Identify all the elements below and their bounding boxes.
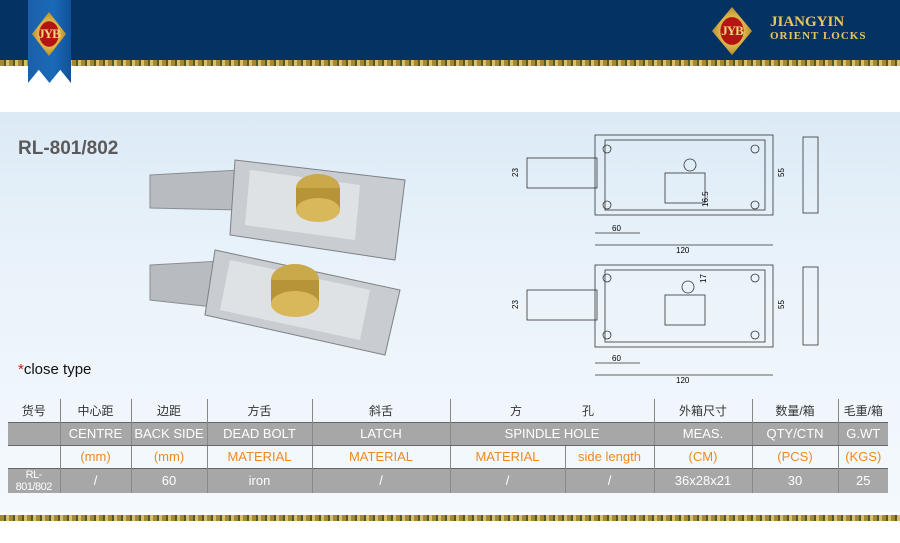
spec-table: 货号 中心距 边距 方舌 斜舌 方孔 外箱尺寸 数量/箱 毛重/箱 CENTRE…	[8, 399, 888, 493]
svg-text:60: 60	[612, 224, 621, 233]
lock-upper	[149, 159, 406, 261]
svg-text:23: 23	[511, 168, 520, 177]
top-banner	[0, 0, 900, 60]
product-photo	[149, 159, 406, 356]
svg-text:55: 55	[777, 300, 786, 309]
header-row-cn: 货号 中心距 边距 方舌 斜舌 方孔 外箱尺寸 数量/箱 毛重/箱	[8, 399, 888, 422]
decorative-border-bottom	[0, 515, 900, 521]
decorative-border	[0, 60, 900, 66]
technical-drawing: 23 55 16.5 60 120 23 55 17 60 120	[511, 134, 819, 385]
svg-text:120: 120	[676, 246, 690, 255]
svg-text:60: 60	[612, 354, 621, 363]
header-row-en: CENTRE BACK SIDE DEAD BOLT LATCH SPINDLE…	[8, 421, 888, 446]
svg-text:16.5: 16.5	[701, 191, 710, 207]
table-row: RL-801/802 / 60 iron / / / 36x28x21 30 2…	[8, 467, 888, 493]
svg-text:55: 55	[777, 168, 786, 177]
spindle-cn-header: 方孔	[449, 399, 654, 422]
product-title: RL-801/802	[18, 138, 119, 159]
svg-text:120: 120	[676, 376, 690, 385]
units-row: (mm) (mm) MATERIAL MATERIAL MATERIAL sid…	[8, 445, 888, 468]
svg-text:23: 23	[511, 300, 520, 309]
close-type-note: *close type	[18, 361, 92, 378]
svg-text:17: 17	[699, 274, 708, 283]
lock-lower	[149, 249, 401, 356]
